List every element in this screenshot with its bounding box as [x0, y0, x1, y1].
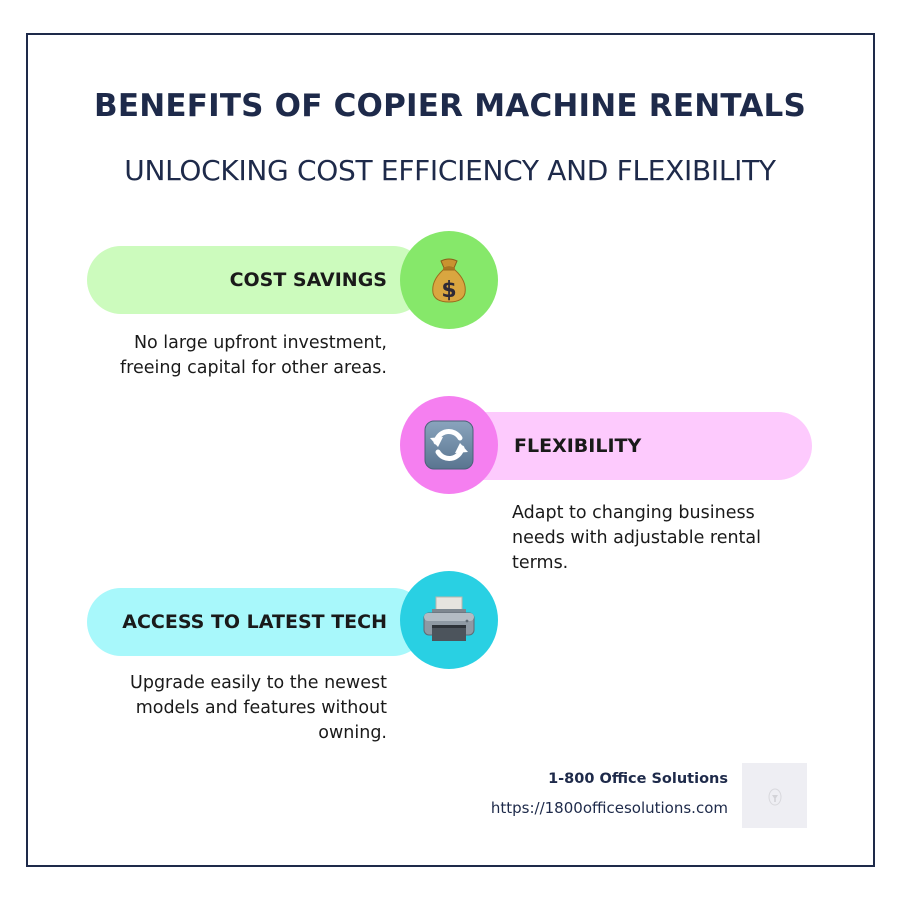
benefit-description: Adapt to changing business needs with ad… — [512, 503, 762, 573]
logo-placeholder-icon — [767, 786, 783, 806]
benefit-icon-circle-latest-tech — [400, 571, 498, 669]
refresh-arrows-icon — [424, 420, 474, 470]
page-subtitle: UNLOCKING COST EFFICIENCY AND FLEXIBILIT… — [124, 154, 776, 187]
company-logo — [742, 763, 807, 828]
infographic-frame — [26, 33, 875, 867]
svg-text:$: $ — [441, 278, 456, 303]
money-bag-icon: $ — [429, 257, 469, 303]
benefit-description: No large upfront investment, freeing cap… — [120, 333, 387, 378]
benefit-icon-circle-flexibility — [400, 396, 498, 494]
benefit-description: Upgrade easily to the newest models and … — [130, 673, 387, 743]
benefit-pill-latest-tech: ACCESS TO LATEST TECH — [87, 588, 427, 656]
page-title: BENEFITS OF COPIER MACHINE RENTALS — [93, 88, 806, 124]
benefit-label: FLEXIBILITY — [514, 435, 642, 457]
benefit-icon-circle-cost-savings: $ — [400, 231, 498, 329]
benefit-label: ACCESS TO LATEST TECH — [122, 611, 387, 633]
printer-icon — [422, 595, 476, 645]
benefit-pill-cost-savings: COST SAVINGS — [87, 246, 427, 314]
company-name: 1-800 Office Solutions — [548, 771, 728, 787]
benefit-label: COST SAVINGS — [229, 269, 387, 291]
company-url-link[interactable]: https://1800officesolutions.com — [490, 799, 728, 817]
benefit-pill-flexibility: FLEXIBILITY — [440, 412, 812, 480]
